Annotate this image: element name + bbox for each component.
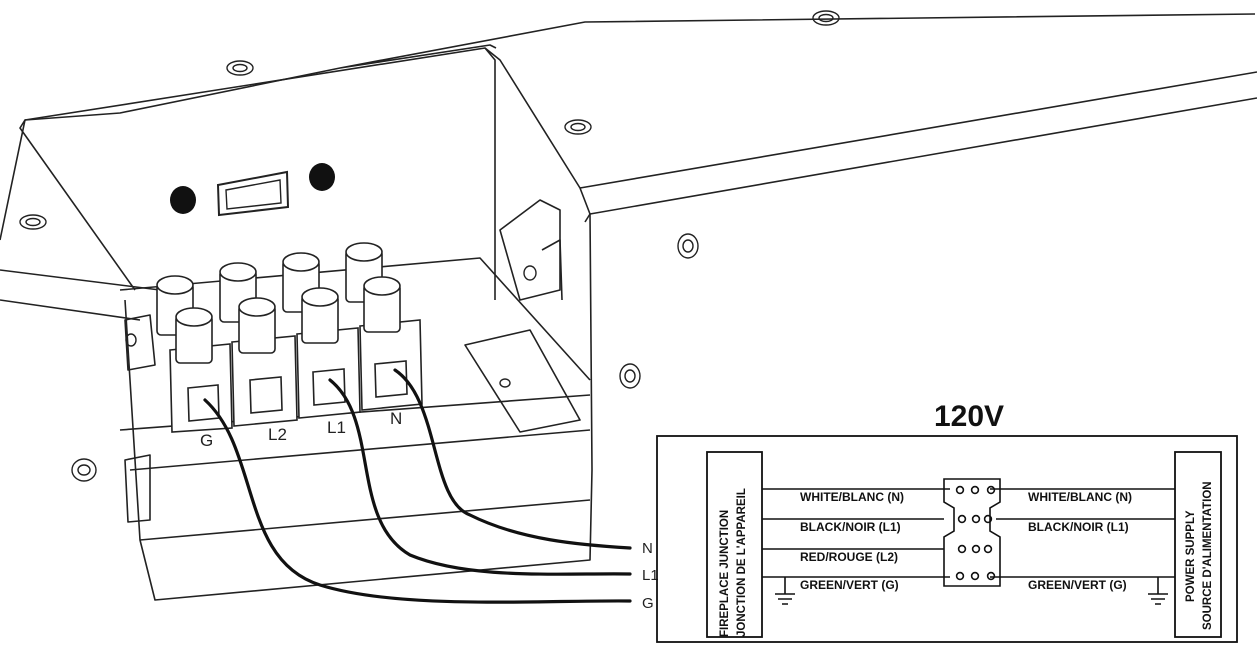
terminal-block [156, 242, 423, 433]
terminal-label-l2: L2 [268, 425, 287, 444]
right-wire-green: GREEN/VERT (G) [1028, 578, 1127, 592]
mounting-holes [19, 10, 840, 482]
back-wall-knockouts [170, 163, 335, 217]
fireplace-junction-label-fr: JONCTION DE L'APPAREIL [736, 488, 748, 637]
left-wire-red: RED/ROUGE (L2) [800, 550, 898, 564]
terminal-label-g: G [200, 431, 213, 450]
left-wire-green: GREEN/VERT (G) [800, 578, 899, 592]
wire-end-label-l1: L1 [642, 567, 659, 584]
wire-l1 [328, 378, 632, 576]
wire-end-label-g: G [642, 595, 654, 612]
voltage-label: 120V [934, 400, 1004, 433]
right-wire-black: BLACK/NOIR (L1) [1028, 520, 1129, 534]
left-wire-white: WHITE/BLANC (N) [800, 490, 904, 504]
left-wire-black: BLACK/NOIR (L1) [800, 520, 901, 534]
wire-n [393, 368, 632, 550]
fireplace-junction-label: FIREPLACE JUNCTION [719, 510, 731, 637]
wires [203, 368, 632, 604]
right-wire-white: WHITE/BLANC (N) [1028, 490, 1132, 504]
wire-g [203, 398, 632, 604]
terminal-label-n: N [390, 409, 402, 428]
schematic-lines [762, 488, 1175, 605]
terminal-label-l1: L1 [327, 418, 346, 437]
power-supply-label: POWER SUPPLY [1185, 510, 1197, 602]
wire-end-label-n: N [642, 540, 653, 557]
schematic-terminal-block [943, 478, 1001, 587]
power-supply-label-fr: SOURCE D'ALIMENTATION [1202, 481, 1214, 630]
schematic-frame [656, 435, 1238, 643]
